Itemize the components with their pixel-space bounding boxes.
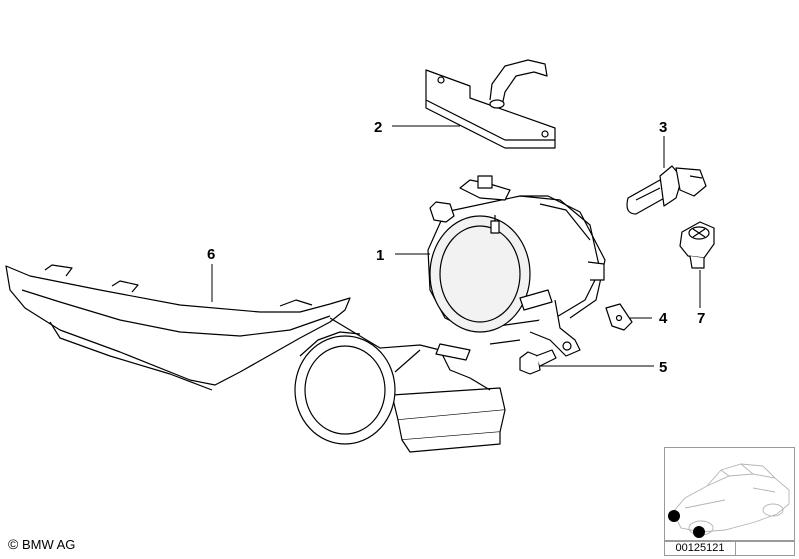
part-1-fog-light[interactable] <box>427 175 606 361</box>
part-3-bulb[interactable] <box>626 165 707 215</box>
fog-light-location-marker-left <box>668 510 680 522</box>
callout-6: 6 <box>207 246 215 263</box>
part-5-screw[interactable] <box>519 349 557 375</box>
callout-7: 7 <box>697 310 705 327</box>
copyright-notice: © BMW AG <box>8 536 75 552</box>
callout-labels: 2 3 1 6 4 7 5 <box>207 119 705 376</box>
leader-lines <box>211 125 701 367</box>
part-7-socket[interactable] <box>679 221 715 269</box>
fog-light-location-marker-right <box>693 526 705 538</box>
figure-number: 00125121 <box>664 541 736 556</box>
callout-3: 3 <box>659 119 667 136</box>
part-4-clip-nut[interactable] <box>605 303 633 331</box>
callout-5: 5 <box>659 359 667 376</box>
callout-1: 1 <box>376 247 384 264</box>
part-6-trim-strip[interactable] <box>5 264 351 391</box>
callout-4: 4 <box>659 310 668 327</box>
vehicle-locator-thumbnail <box>664 447 795 541</box>
car-outline-icon <box>668 463 790 538</box>
callout-2: 2 <box>374 119 382 136</box>
figure-number-box-tail <box>735 541 795 556</box>
copyright-symbol: © <box>8 536 19 552</box>
part-2-bracket[interactable] <box>425 59 556 149</box>
part-6-air-duct[interactable] <box>294 317 506 453</box>
copyright-text: BMW AG <box>21 537 76 552</box>
